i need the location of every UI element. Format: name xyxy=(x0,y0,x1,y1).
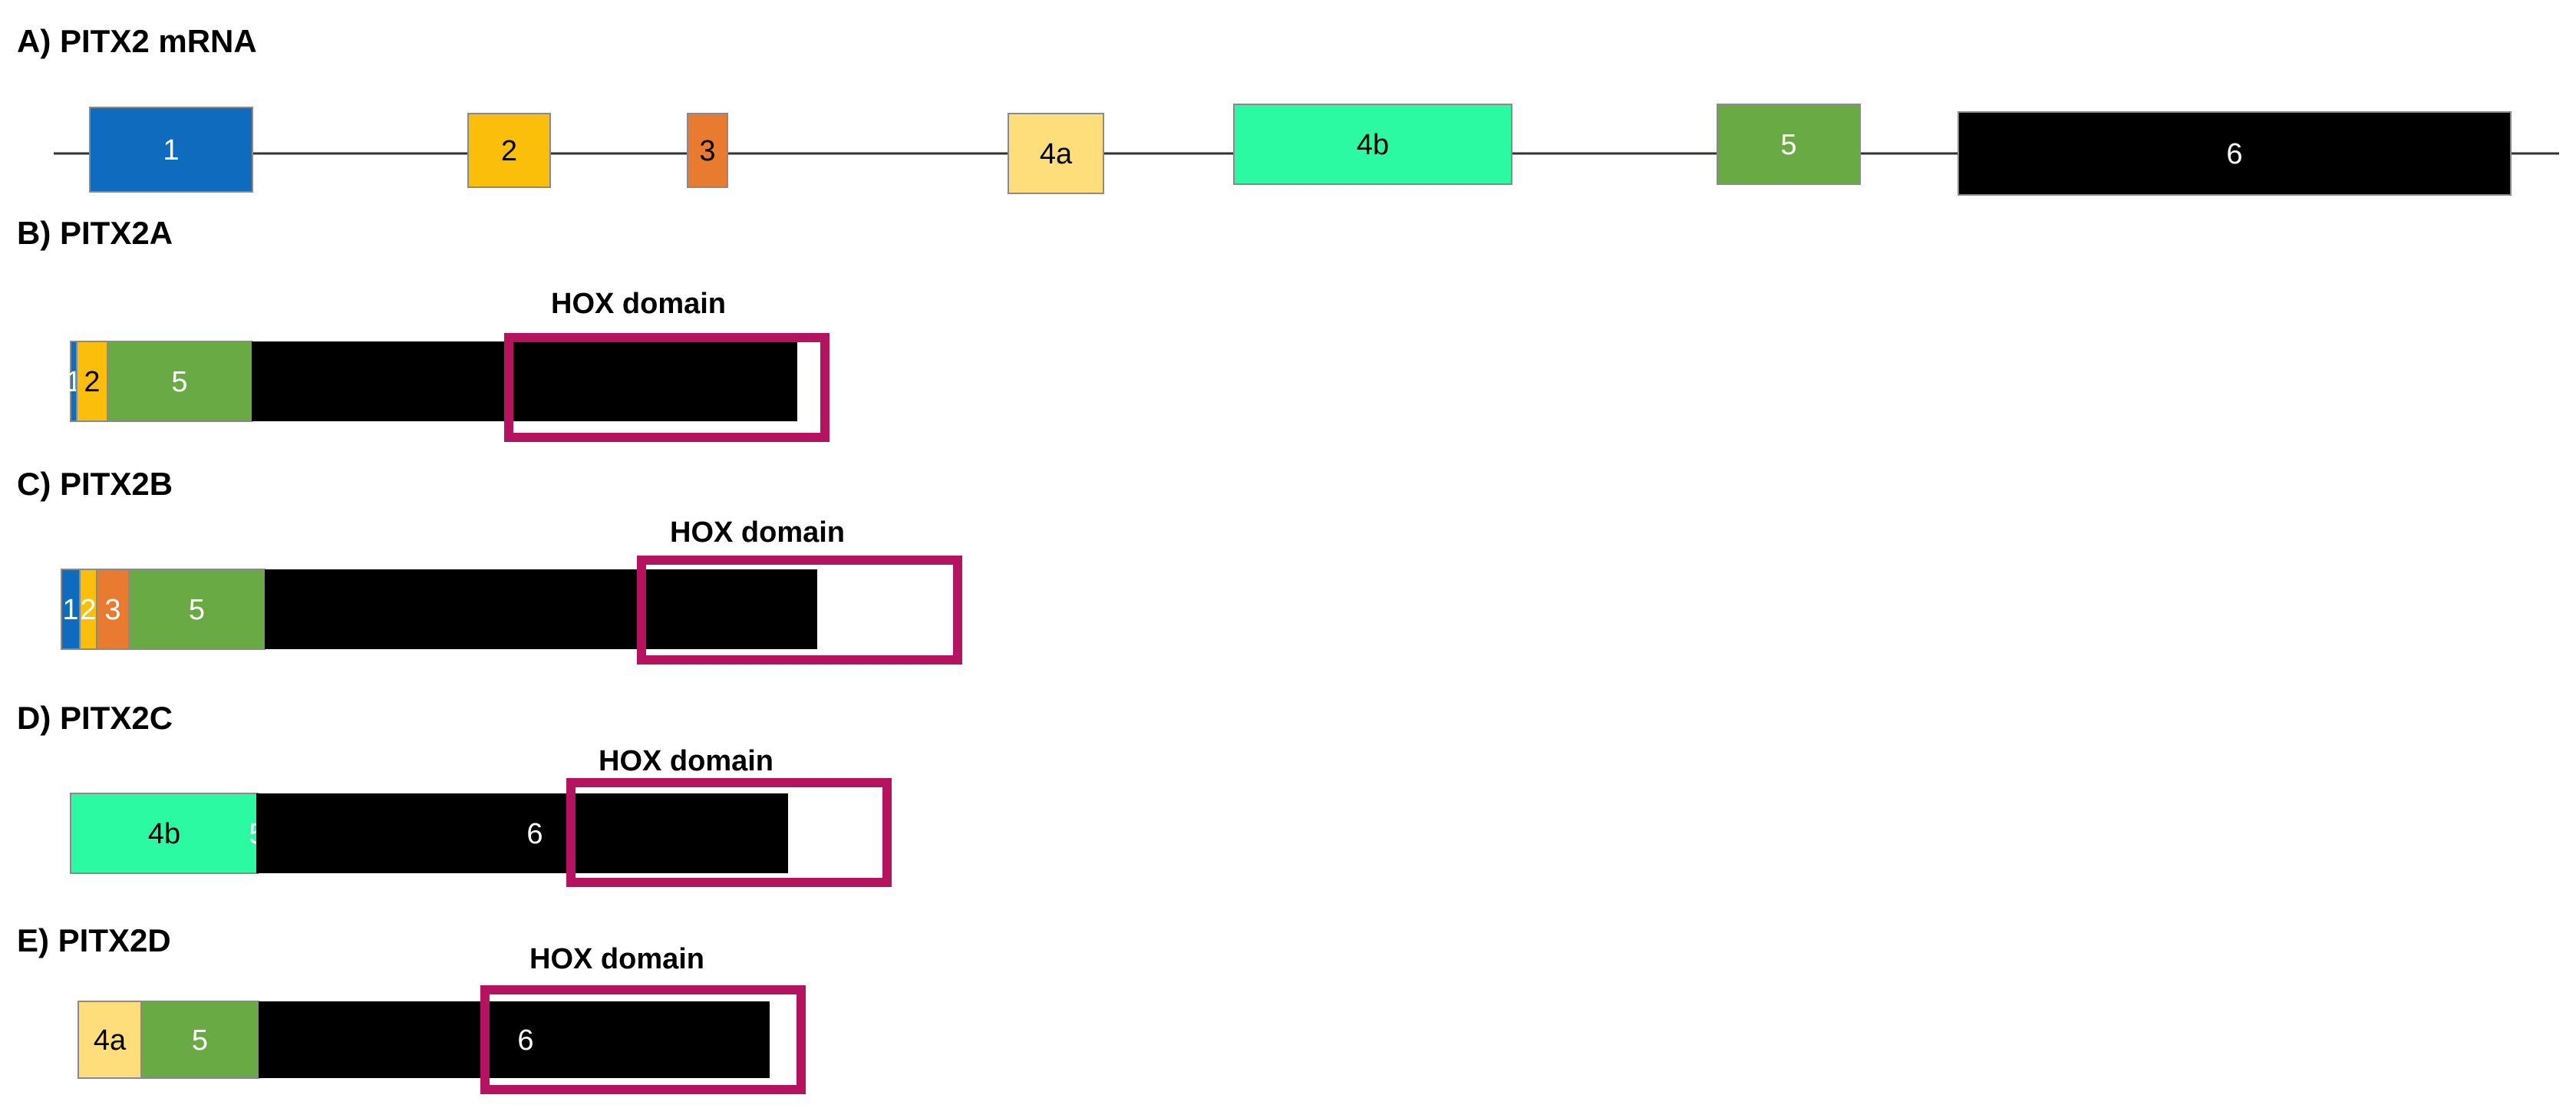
segment-label: 4a xyxy=(94,1024,127,1057)
panel-title: D) PITX2C xyxy=(17,700,173,736)
exon-1-box xyxy=(89,107,253,193)
exon-4a-box xyxy=(1008,113,1104,194)
segment-exon-1 xyxy=(61,569,81,650)
hox-domain-label: HOX domain xyxy=(529,943,704,975)
segment-label: 5 xyxy=(192,1024,208,1057)
exon-3-box xyxy=(687,113,728,188)
segment-label: 2 xyxy=(84,366,100,398)
panel-c-pitx2b: C) PITX2B 123 5 6 HOX domain xyxy=(0,466,962,665)
segment-label: 6 xyxy=(0,594,8,626)
hox-domain-box xyxy=(504,333,830,442)
panel-a-mrna: A) PITX2 mRNA 1 2 3 4a 4b 5 6 xyxy=(17,23,2559,196)
panel-e-pitx2d: E) PITX2D 4a 5 6 HOX domain xyxy=(17,922,806,1094)
exon-label: 4b xyxy=(1357,129,1389,161)
segment-exon-3 xyxy=(96,569,130,650)
segment-exon-5 xyxy=(128,569,266,650)
panel-title: C) PITX2B xyxy=(17,466,173,502)
segment-label: 6 xyxy=(0,366,8,398)
hox-domain-label: HOX domain xyxy=(551,288,726,320)
segment-label: 4b xyxy=(148,818,180,850)
segment-label: 6 xyxy=(517,1024,533,1057)
segment-label: 3 xyxy=(104,594,120,626)
segment-exon-6 xyxy=(282,1001,770,1078)
hox-domain-label: HOX domain xyxy=(599,745,773,777)
segment-hox-exon-6 xyxy=(256,793,282,873)
segment-exon-4b xyxy=(70,793,259,874)
segment-exon-5 xyxy=(140,1001,259,1079)
hox-domain-label: HOX domain xyxy=(670,516,845,549)
segment-hox-exon-6 xyxy=(252,341,797,421)
panel-b-pitx2a: B) PITX2A1256HOX domain xyxy=(0,215,830,442)
exon-label: 6 xyxy=(2226,138,2242,170)
exon-5-box xyxy=(1717,104,1861,185)
segment-label: 1 xyxy=(62,594,78,626)
exon-label: 3 xyxy=(699,135,715,167)
hox-domain-box xyxy=(637,556,962,665)
panel-title: B) PITX2A xyxy=(17,215,173,251)
exon-label: 4a xyxy=(1040,138,1073,170)
panel-d-pitx2c: D) PITX2C4b56HOX domain xyxy=(17,700,892,887)
segment-exon-5 xyxy=(107,341,252,422)
segment-label: 2 xyxy=(80,594,96,626)
segment-label: 5 xyxy=(189,594,205,626)
hox-domain-box xyxy=(566,778,892,887)
exon-4b-box xyxy=(1233,104,1512,185)
exon-2-box xyxy=(467,113,551,188)
segment-hox-exon-6 xyxy=(259,1001,282,1078)
exon-label: 5 xyxy=(1780,129,1796,161)
panel-title: E) PITX2D xyxy=(17,922,171,958)
segment-label: 6 xyxy=(526,818,543,850)
exon-label: 2 xyxy=(501,135,517,167)
exon-6-box xyxy=(1958,111,2512,196)
segment-exon-4a xyxy=(78,1001,142,1079)
segment-exon-2 xyxy=(76,341,108,422)
exon-label: 1 xyxy=(163,134,179,167)
segment-exon-6 xyxy=(282,793,788,873)
hox-domain-box xyxy=(480,985,806,1094)
panel-title: A) PITX2 mRNA xyxy=(17,23,257,59)
segment-label: 5 xyxy=(171,366,187,398)
segment-hox-exon-6 xyxy=(265,569,817,649)
